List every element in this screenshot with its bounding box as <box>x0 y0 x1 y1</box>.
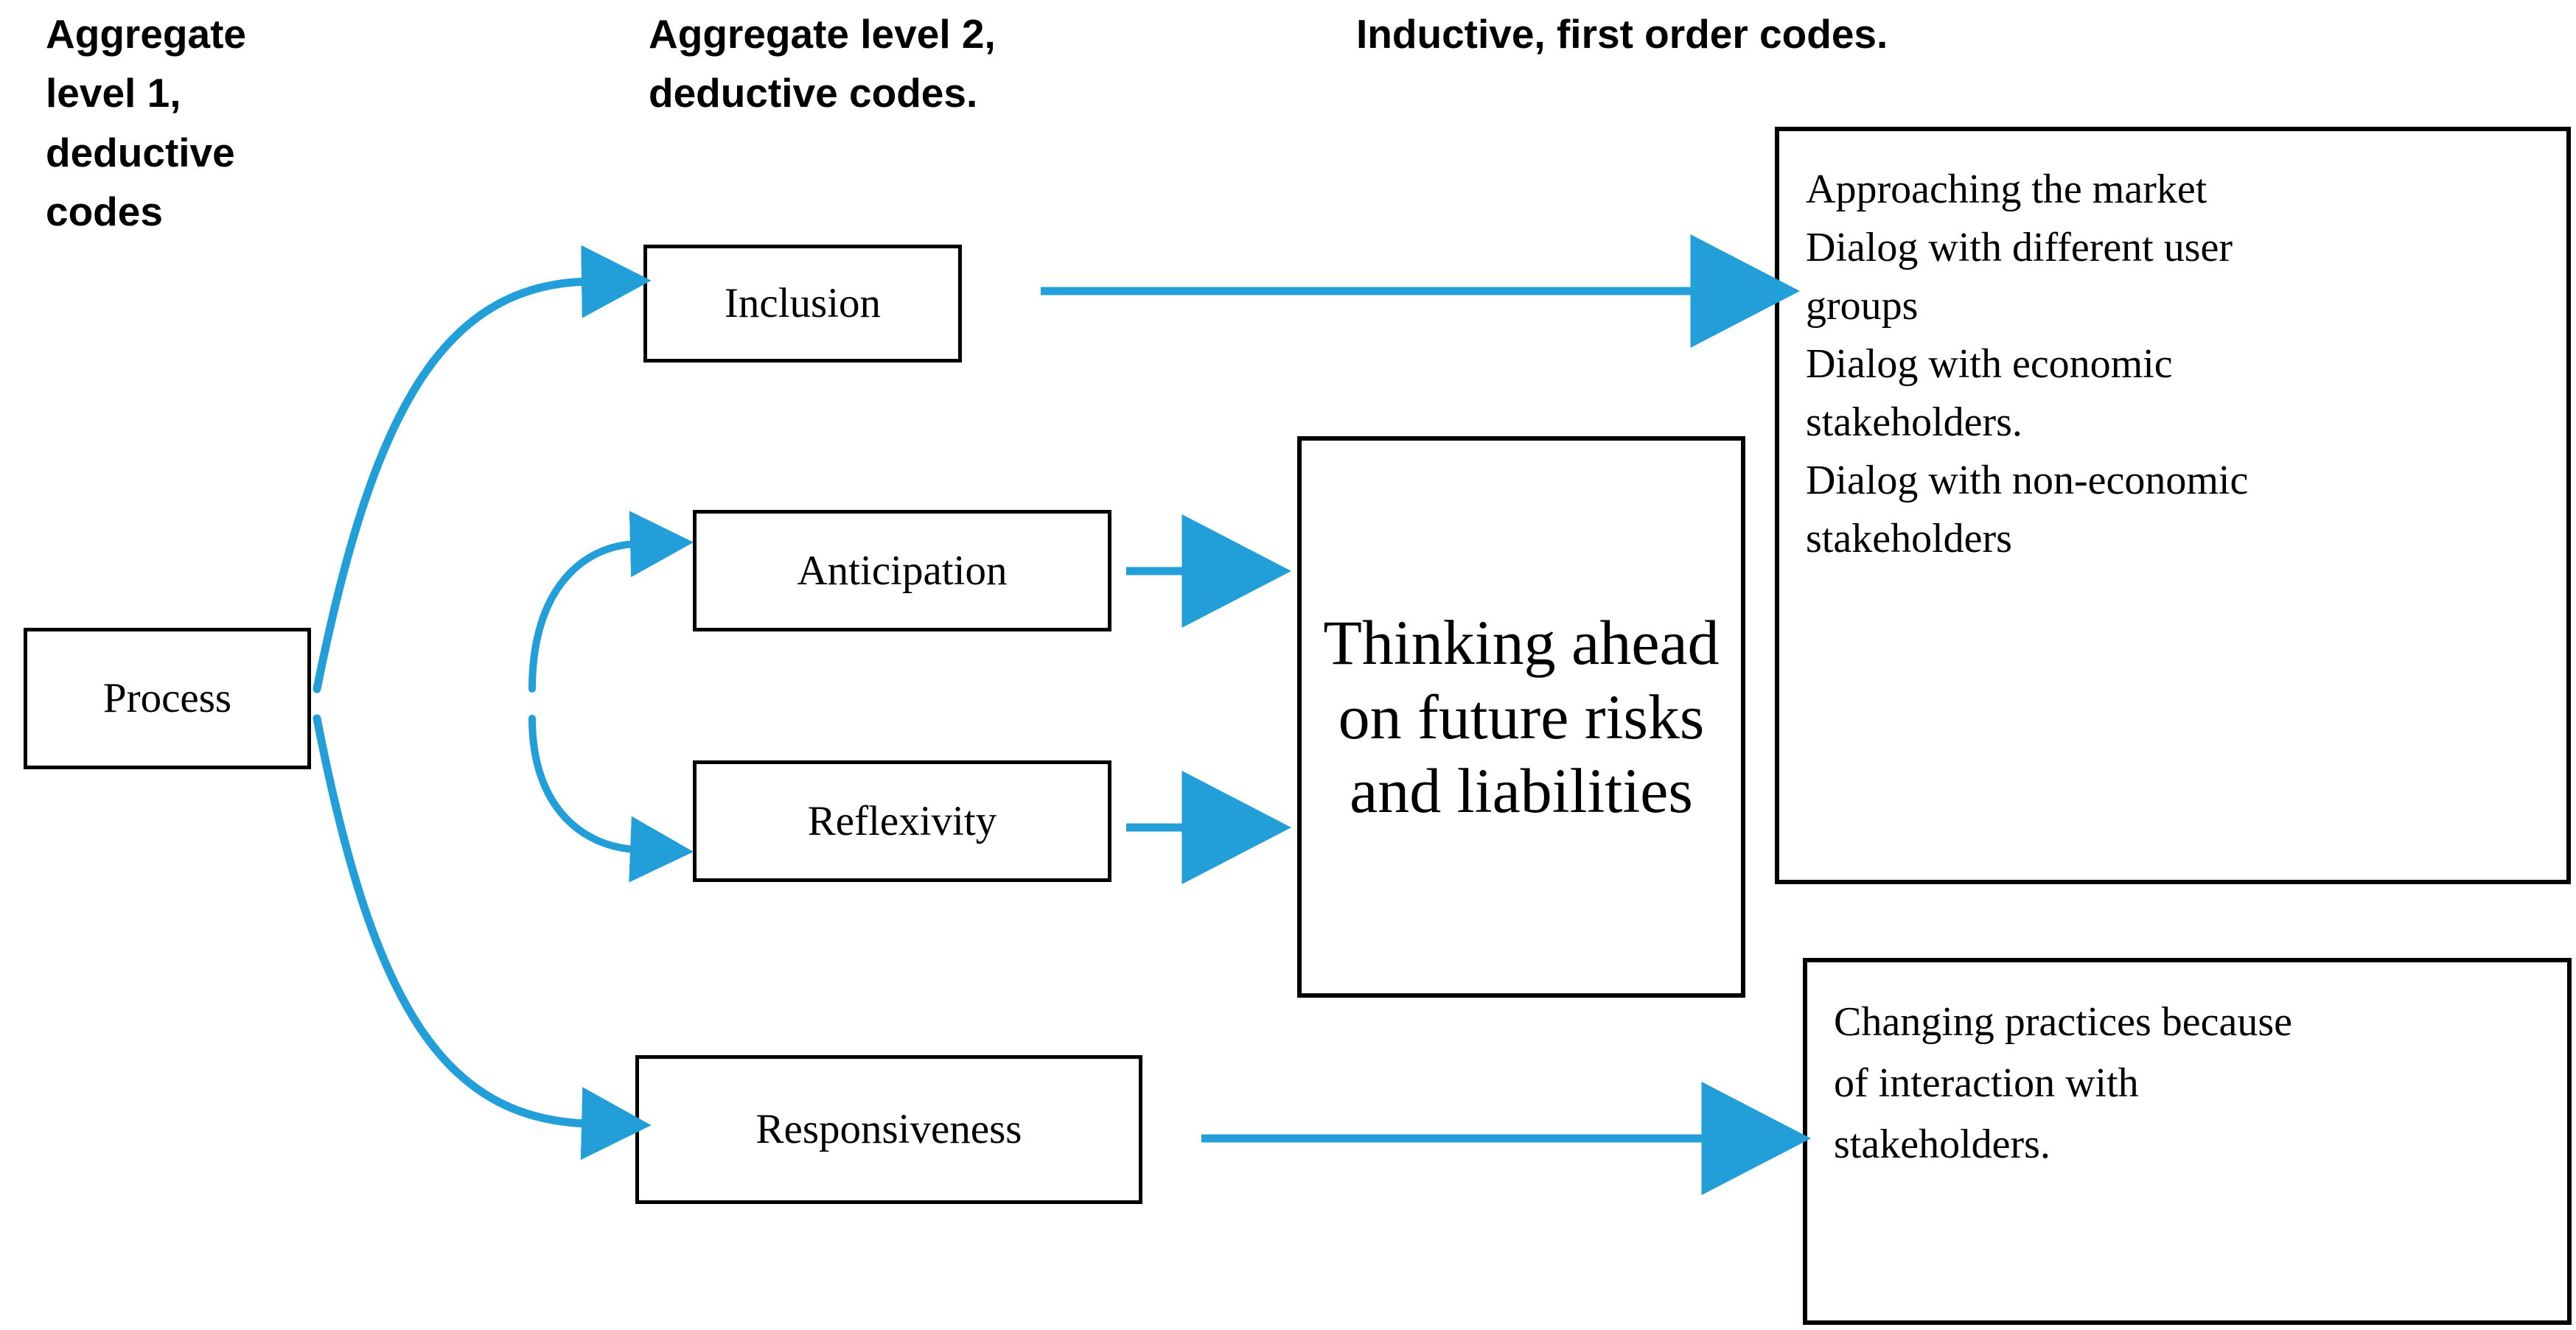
box-anticipation-label: Anticipation <box>797 547 1008 594</box>
column-header-inductive-first-order-codes: Inductive, first order codes. <box>1356 11 1888 57</box>
box-thinking-ahead-on-future-risks-and-liabilities[interactable]: Thinking ahead on future risks and liabi… <box>1297 436 1745 998</box>
box-reflexivity-label: Reflexivity <box>807 797 997 844</box>
box-inductive-codes-engagement[interactable]: Approaching the market Dialog with diffe… <box>1775 127 2571 884</box>
box-responsiveness[interactable]: Responsiveness <box>635 1055 1142 1204</box>
code-line: Approaching the market <box>1806 167 2207 212</box>
box-reflexivity[interactable]: Reflexivity <box>693 760 1111 882</box>
code-line: of interaction with <box>1834 1060 2139 1106</box>
box-responsiveness-label: Responsiveness <box>755 1106 1022 1153</box>
arrow-process-to-anticipation <box>528 511 694 693</box>
box-inductive-codes-changing-practices[interactable]: Changing practices because of interactio… <box>1803 958 2572 1325</box>
column-header-aggregate-level-1: Aggregate level 1, deductive codes <box>46 11 246 234</box>
code-line: Dialog with economic <box>1806 340 2173 387</box>
code-line: Dialog with non-economic <box>1806 457 2249 503</box>
box-inclusion[interactable]: Inclusion <box>643 245 962 363</box>
box-anticipation[interactable]: Anticipation <box>693 510 1111 631</box>
box-process[interactable]: Process <box>24 628 311 769</box>
box-process-label: Process <box>102 675 232 722</box>
box-inclusion-label: Inclusion <box>724 280 882 327</box>
arrow-process-to-inclusion <box>313 245 652 693</box>
code-line: Changing practices because <box>1834 999 2292 1045</box>
arrow-process-to-responsiveness <box>313 714 652 1161</box>
column-header-aggregate-level-2: Aggregate level 2, deductive codes. <box>649 11 996 116</box>
box-thinking-label: Thinking ahead on future risks and liabi… <box>1323 607 1720 827</box>
code-line: stakeholders <box>1806 515 2012 561</box>
code-line: stakeholders. <box>1806 399 2022 445</box>
code-line: groups <box>1806 282 1919 329</box>
code-line: Dialog with different user <box>1806 224 2233 270</box>
code-line: stakeholders. <box>1834 1121 2050 1167</box>
arrow-process-to-reflexivity <box>528 715 694 883</box>
